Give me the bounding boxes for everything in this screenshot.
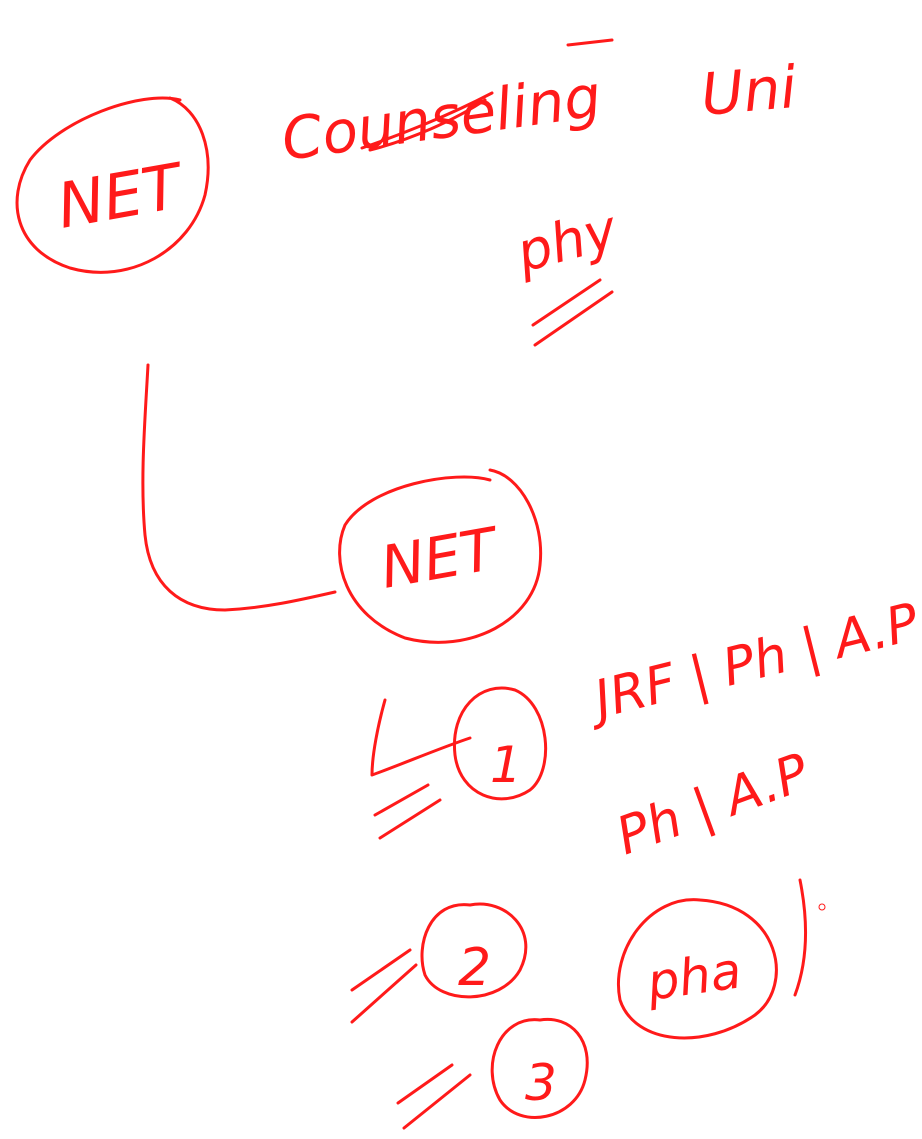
option-2-node: 2 — [350, 902, 528, 1024]
option-3-label: 3 — [525, 1054, 557, 1112]
jrf-ph-ap-label: JRF | Ph | A.P — [580, 592, 922, 733]
phy-underline — [531, 278, 614, 347]
net-mid-circle — [338, 468, 543, 644]
option-3-circle — [490, 1017, 589, 1119]
dash-label: - — [568, 39, 569, 41]
pha-dot — [818, 903, 826, 911]
connector-line — [141, 363, 337, 612]
net-top-node: NET — [15, 96, 210, 274]
dash-stroke — [566, 38, 614, 47]
net-mid-node: NET — [338, 468, 543, 644]
ph-ap-label: Ph | A.P — [609, 742, 817, 867]
option-1-node: 1 — [370, 686, 548, 840]
option-1-bracket — [370, 698, 472, 777]
option-1-marks — [373, 783, 442, 840]
phy-note: phy — [509, 197, 624, 347]
option-2-marks — [350, 948, 418, 1024]
pha-bracket — [793, 878, 807, 997]
phy-label: phy — [509, 197, 624, 284]
option-1-label: 1 — [490, 736, 522, 794]
net-top-circle — [15, 96, 210, 274]
pha-circle — [617, 898, 778, 1040]
pha-label: pha — [643, 941, 745, 1012]
pha-node: pha — [617, 878, 826, 1040]
option-1-circle — [452, 686, 548, 801]
uni-label: Uni — [698, 53, 799, 129]
option-2-label: 2 — [458, 938, 491, 998]
net-top-label: NET — [52, 149, 190, 243]
counseling-underline — [360, 91, 494, 152]
option-2-circle — [420, 902, 528, 999]
net-mid-label: NET — [376, 514, 506, 602]
option-3-node: 3 — [396, 1017, 589, 1130]
counseling-note: Counseling — [277, 62, 605, 174]
option-3-marks — [396, 1063, 472, 1130]
